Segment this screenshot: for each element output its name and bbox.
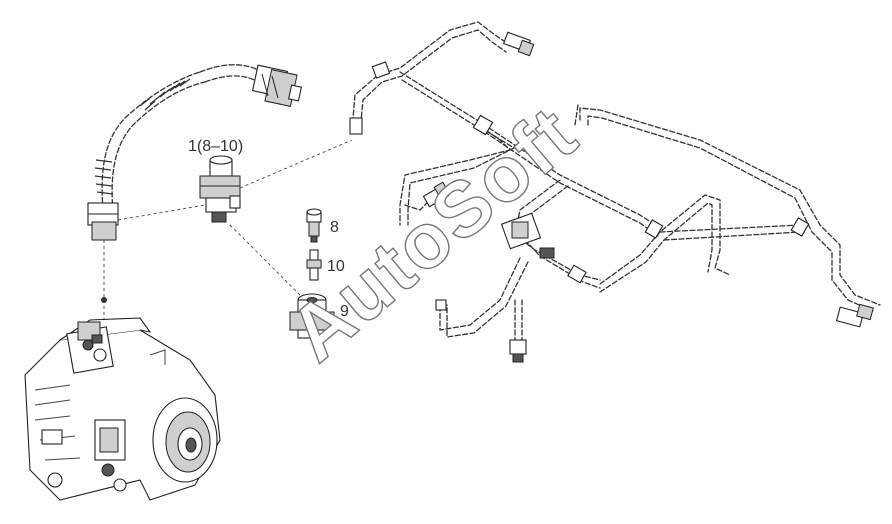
leader-dot xyxy=(101,297,107,303)
leader-sensor-to-clamp xyxy=(117,204,206,221)
harness-connector-top-left xyxy=(251,64,302,107)
harness-connector-right xyxy=(835,303,874,328)
harness-clips xyxy=(349,61,810,311)
callout-part-1: 1(8–10) xyxy=(188,138,243,155)
harness-connector-bottom xyxy=(509,339,527,363)
callout-part-10: 10 xyxy=(327,258,345,275)
harness-junction-block xyxy=(500,212,555,259)
leader-sensor-to-harness xyxy=(239,139,353,189)
component-part-8 xyxy=(306,208,322,243)
left-harness-cable xyxy=(94,64,263,213)
component-part-9 xyxy=(289,293,335,339)
harness-connector-top xyxy=(502,31,535,57)
harness-connector-left xyxy=(422,181,450,208)
watermark-text: AutoSoft xyxy=(272,89,593,378)
cable-clamp-left xyxy=(87,202,119,241)
leader-sensor-to-part-9 xyxy=(229,224,301,296)
sensor-part-1 xyxy=(199,155,241,223)
component-part-10 xyxy=(306,249,322,281)
callout-part-8: 8 xyxy=(330,219,339,236)
hydraulic-pump xyxy=(24,317,221,501)
callout-part-9: 9 xyxy=(340,303,349,320)
